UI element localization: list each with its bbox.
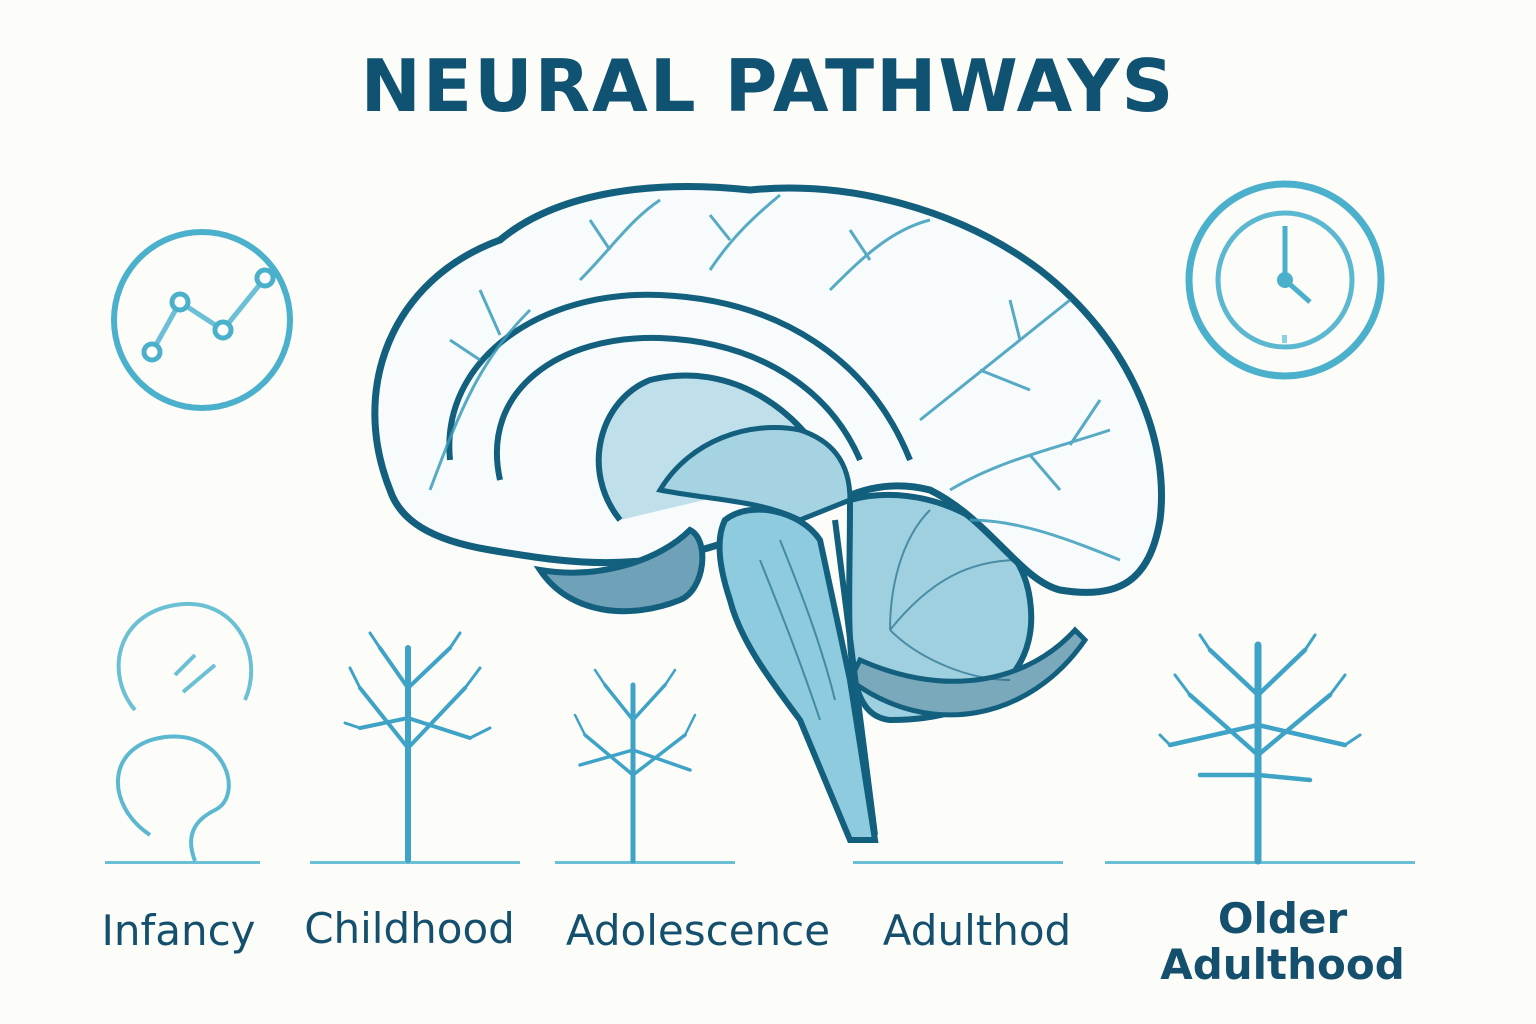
line-chart-icon bbox=[111, 229, 293, 411]
ground-line bbox=[105, 861, 260, 864]
page-title: NEURAL PATHWAYS bbox=[360, 44, 1176, 128]
clock-icon bbox=[1185, 180, 1385, 380]
stage-label-older-line2: Adulthood bbox=[1160, 940, 1405, 990]
tree-icon bbox=[1158, 633, 1362, 865]
stage-label-older-adulthood: Older Adulthood bbox=[1160, 894, 1405, 990]
ground-line bbox=[310, 861, 520, 864]
seedling-bulb-icon bbox=[116, 601, 254, 862]
tree-icon bbox=[343, 631, 492, 863]
brain-illustration bbox=[371, 183, 1165, 843]
stage-label-adolescence: Adolescence bbox=[565, 906, 831, 955]
stage-label-infancy: Infancy bbox=[101, 906, 256, 955]
tree-icon bbox=[573, 668, 697, 864]
ground-line bbox=[853, 861, 1063, 864]
stage-label-adulthod: Adulthod bbox=[882, 906, 1072, 955]
stage-label-childhood: Childhood bbox=[304, 904, 515, 953]
brainstem-icon bbox=[716, 506, 879, 843]
stage-label-older-line1: Older bbox=[1217, 894, 1348, 943]
ground-line bbox=[555, 861, 735, 864]
